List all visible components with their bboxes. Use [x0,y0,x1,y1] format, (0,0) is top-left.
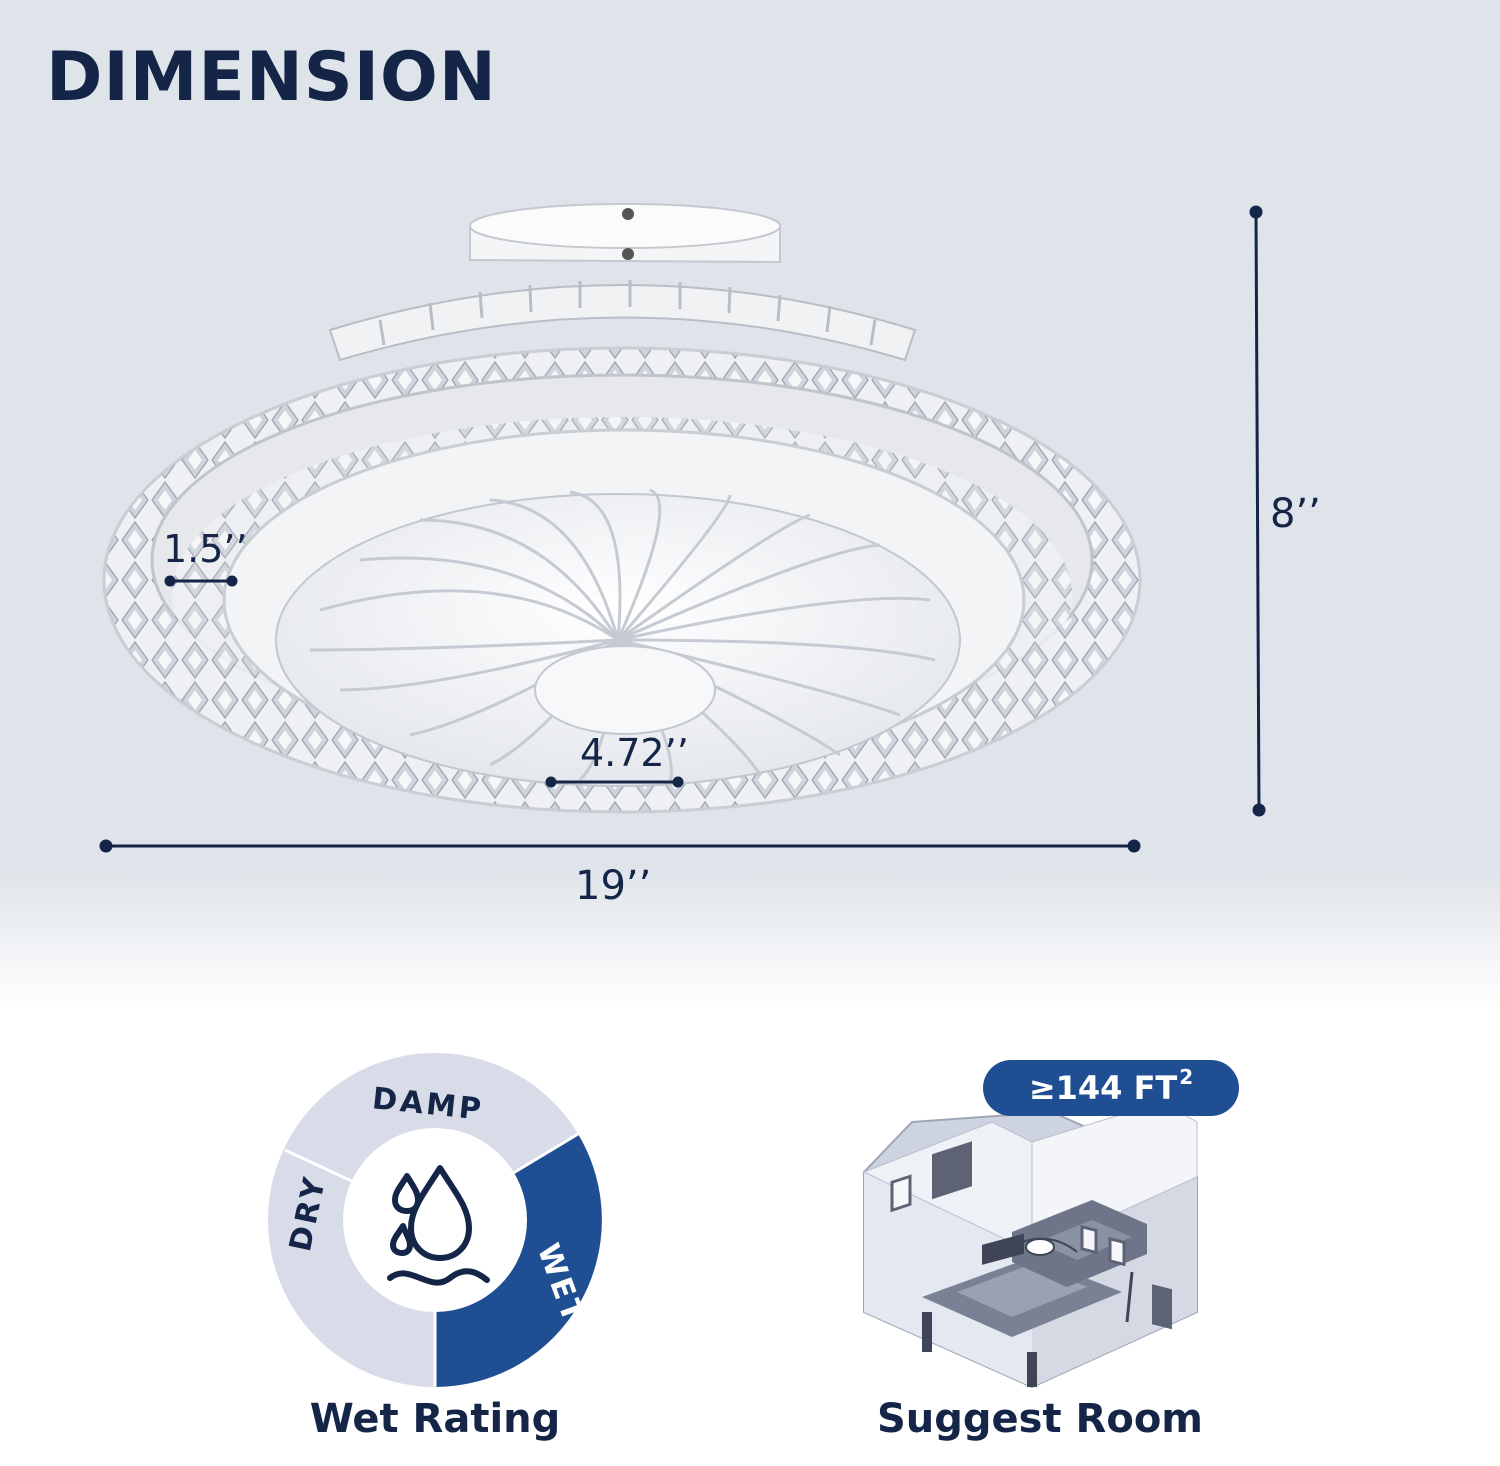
ceiling-fan-illustration [99,203,1266,853]
page-title: DIMENSION [46,38,497,117]
suggest-room-caption: Suggest Room [877,1396,1203,1442]
wet-rating-dial [268,1053,602,1387]
room-size-unit-exponent: 2 [1179,1065,1194,1089]
fan-blades [275,488,961,787]
canopy [469,203,781,264]
height-label: 8’’ [1270,491,1321,537]
motor-cage [328,280,917,362]
living-room-illustration [862,1101,1198,1389]
width-label: 19’’ [575,863,652,909]
water-drop-icon [387,1165,490,1286]
width-dimension-line [99,839,1141,853]
rim-dimension-line [164,575,238,587]
height-dimension-line [1249,205,1266,817]
room-size-value: ≥144 FT [1028,1069,1178,1107]
rim-label: 1.5’’ [163,527,248,571]
center-label: 4.72’’ [580,731,689,775]
center-dimension-line [545,776,684,788]
wet-rating-caption: Wet Rating [309,1396,561,1442]
